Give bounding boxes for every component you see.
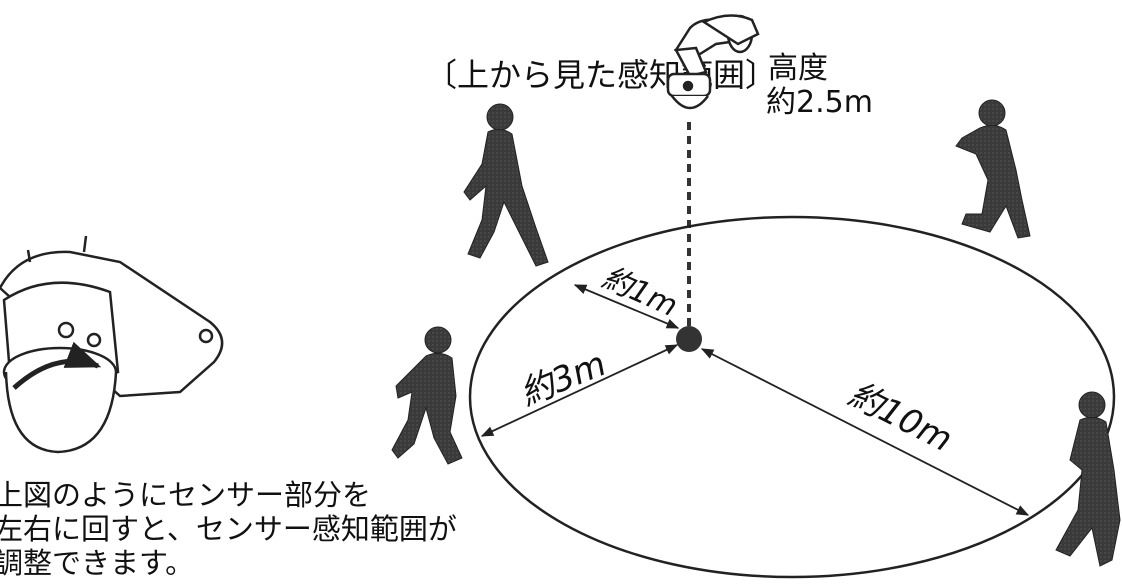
- walking-person-icon: [463, 103, 549, 267]
- far-distance-arrow: [700, 348, 1030, 516]
- sensor-center-point: [676, 326, 702, 352]
- near-distance-label: 約1m: [597, 260, 683, 324]
- caption-line: 上図のようにセンサー部分を: [0, 478, 372, 512]
- sensor-light-icon: [666, 14, 760, 110]
- sensor-dome-illustration: [0, 235, 224, 454]
- caption-line: 調整できます。: [0, 546, 195, 580]
- walking-person-icon: [955, 99, 1031, 239]
- near-distance-arrow: [573, 284, 680, 329]
- side-distance-label: 約3m: [514, 344, 611, 414]
- walking-person-icon: [391, 326, 463, 465]
- far-distance-label: 約10m: [842, 374, 959, 460]
- height-label: 高度: [768, 51, 828, 86]
- diagram-heading: 〔上から見た感知範囲〕: [425, 56, 777, 94]
- height-value: 約2.5m: [766, 85, 873, 120]
- detection-range-ellipse: [468, 215, 1116, 579]
- walking-person-icon: [1055, 391, 1121, 567]
- caption-line: 左右に回すと、センサー感知範囲が: [0, 512, 457, 546]
- rotation-arrow-icon: [12, 341, 102, 390]
- adjustment-caption: 上図のようにセンサー部分を 左右に回すと、センサー感知範囲が 調整できます。: [0, 478, 474, 580]
- side-distance-arrow: [480, 344, 679, 437]
